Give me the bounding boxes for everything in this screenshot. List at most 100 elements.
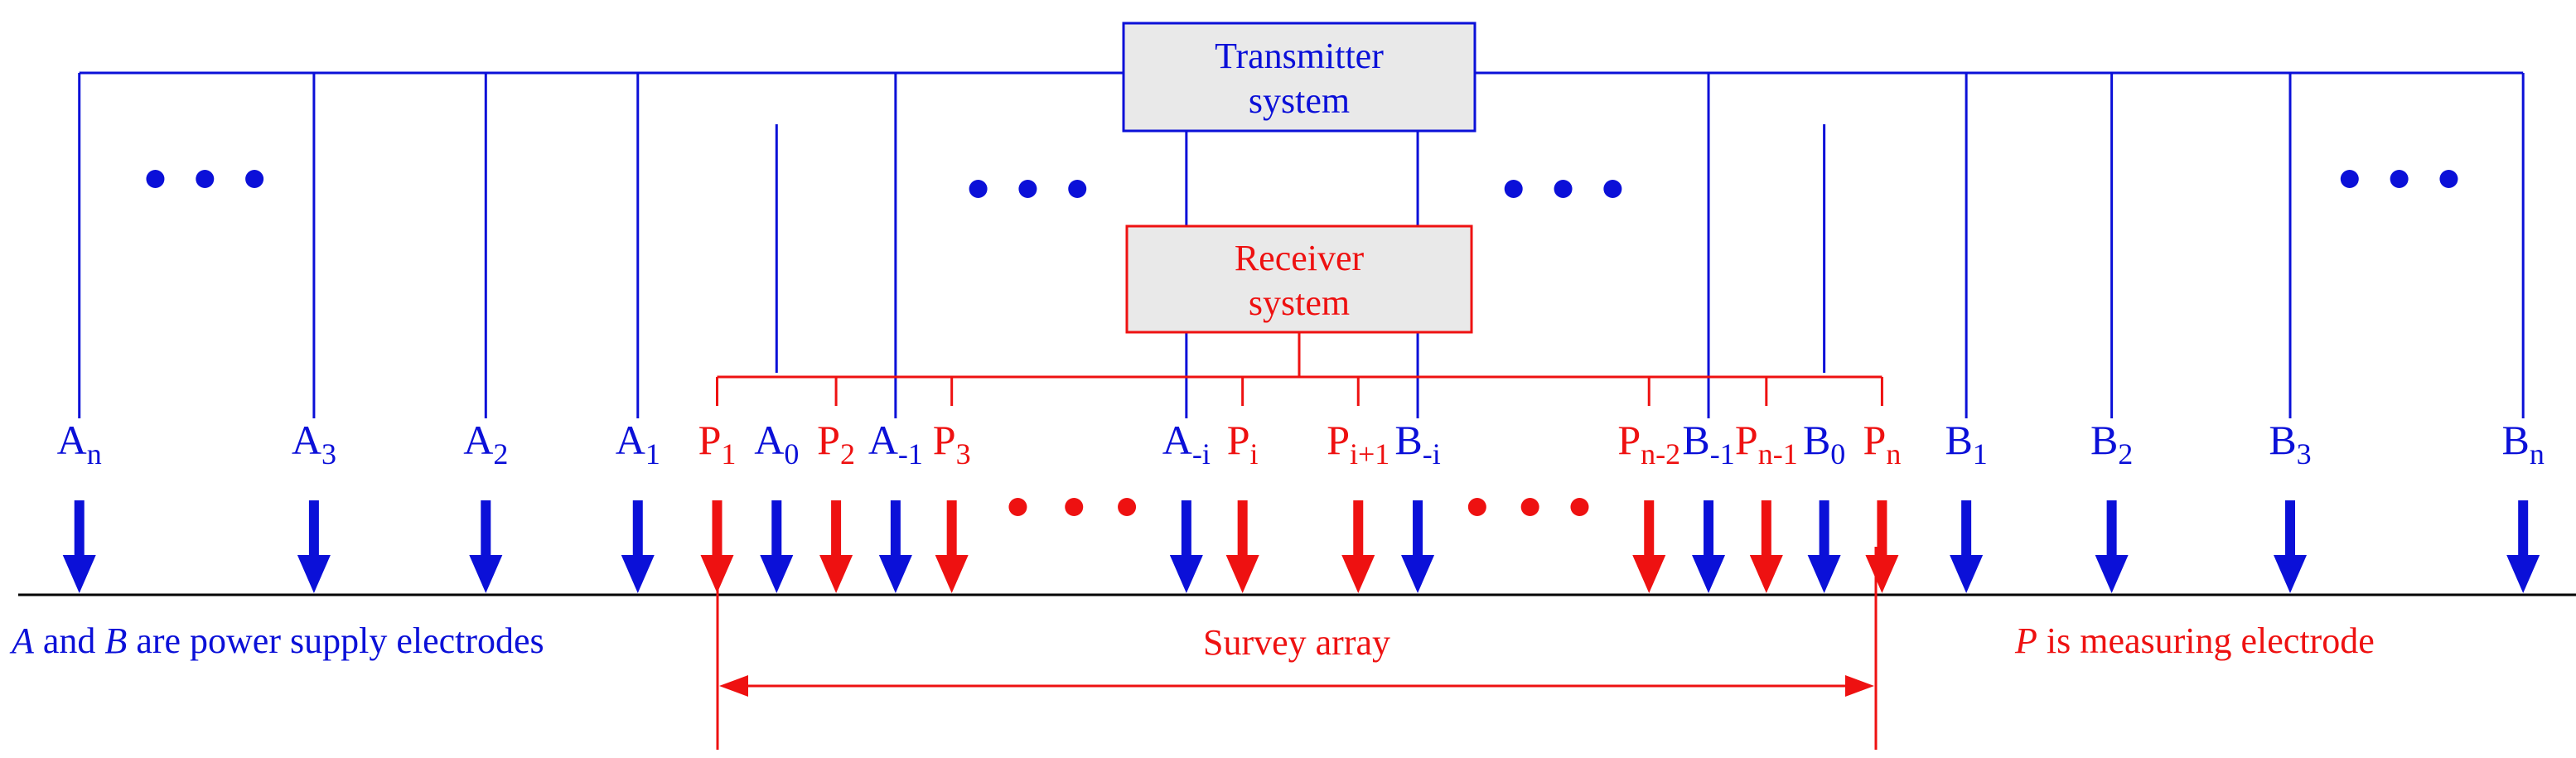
ellipsis-bottom-right-dot-1 [1467, 498, 1486, 516]
receiver-title-line2: system [1249, 282, 1350, 323]
electrode-label-sub-an: n [87, 437, 102, 471]
ellipsis-top-left-dot-3 [245, 170, 264, 188]
electrode-label-sub-pn: n [1886, 437, 1901, 471]
electrode-label-p1: P1 [698, 417, 737, 471]
note-p-italic: P [2014, 620, 2037, 661]
electrode-arrow-head-a-i [1169, 555, 1203, 593]
electrode-label-pn-2: Pn-2 [1617, 417, 1680, 471]
electrode-label-p3: P3 [933, 417, 971, 471]
receiver-wiring [715, 332, 1883, 406]
electrode-label-p2: P2 [817, 417, 855, 471]
electrode-label-sub-a-i: -i [1192, 437, 1211, 471]
electrode-label-base-pi: P [1227, 417, 1250, 463]
ellipsis-bottom-left [1008, 498, 1137, 516]
electrode-label-b0: B0 [1803, 417, 1845, 471]
electrode-arrow-head-p3 [935, 555, 969, 593]
survey-arrow-right-head [1845, 675, 1874, 697]
electrode-arrow-head-b-1 [1692, 555, 1726, 593]
electrode-label-a1: A1 [616, 417, 660, 471]
note-and: and [34, 620, 105, 661]
receiver-title-line1: Receiver [1235, 238, 1365, 278]
electrode-label-base-b1: B [1945, 417, 1972, 463]
electrode-label-sub-b0: 0 [1830, 437, 1845, 471]
survey-array-span: Survey array [716, 547, 1878, 750]
electrode-label-base-a0: A [754, 417, 784, 463]
electrode-label-base-a-i: A [1162, 417, 1192, 463]
electrode-arrow-head-pn [1865, 555, 1899, 593]
electrode-label-base-b0: B [1803, 417, 1830, 463]
ellipsis-top-center-right [1504, 180, 1622, 198]
electrode-arrow-head-piplus1 [1341, 555, 1375, 593]
electrode-label-b-i: B-i [1394, 417, 1440, 471]
ellipsis-top-right-dot-3 [2439, 170, 2458, 188]
ellipsis-bottom-right [1467, 498, 1589, 516]
ellipsis-top-center-left-dot-2 [1018, 180, 1037, 198]
electrode-label-sub-a-1: -1 [898, 437, 923, 471]
electrode-label-sub-p1: 1 [721, 437, 736, 471]
transmitter-title-line1: Transmitter [1215, 36, 1384, 76]
electrode-label-a3: A3 [292, 417, 336, 471]
electrode-label-a-i: A-i [1162, 417, 1211, 471]
power-supply-note: A and B are power supply electrodes [9, 620, 544, 661]
electrode-label-base-a2: A [463, 417, 493, 463]
electrode-label-base-a1: A [616, 417, 645, 463]
survey-arrow-left-head [719, 675, 748, 697]
ellipsis-bottom-left-dot-2 [1065, 498, 1084, 516]
electrode-label-a-1: A-1 [868, 417, 923, 471]
electrode-label-pn-1: Pn-1 [1735, 417, 1798, 471]
electrode-label-base-p1: P [698, 417, 722, 463]
electrode-label-b1: B1 [1945, 417, 1987, 471]
ellipsis-top-right [2340, 170, 2458, 188]
ellipsis-bottom-left-dot-1 [1008, 498, 1027, 516]
ellipsis-bottom-right-dot-2 [1520, 498, 1539, 516]
electrode-label-b2: B2 [2090, 417, 2133, 471]
measuring-electrode-note: P is measuring electrode [2014, 620, 2375, 661]
electrode-arrow-head-b0 [1807, 555, 1841, 593]
electrode-arrow-head-b-i [1401, 555, 1435, 593]
electrode-arrow-head-b2 [2095, 555, 2129, 593]
electrode-arrow-head-p2 [819, 555, 853, 593]
electrode-arrow-head-an [62, 555, 96, 593]
ellipsis-top-center-right-dot-2 [1554, 180, 1573, 198]
note-power-rest: are power supply electrodes [127, 620, 544, 661]
electrode-label-base-a3: A [292, 417, 321, 463]
electrode-label-sub-b-1: -1 [1710, 437, 1735, 471]
electrode-label-sub-b2: 2 [2118, 437, 2133, 471]
electrode-label-base-piplus1: P [1327, 417, 1350, 463]
electrode-arrow-head-bn [2506, 555, 2540, 593]
electrode-label-sub-pn-1: n-1 [1758, 437, 1798, 471]
electrode-label-sub-a3: 3 [321, 437, 336, 471]
electrode-label-base-pn-1: P [1735, 417, 1758, 463]
electrode-label-sub-bn: n [2530, 437, 2545, 471]
electrode-label-b3: B3 [2269, 417, 2311, 471]
electrode-arrow-head-pi [1225, 555, 1259, 593]
electrode-label-sub-p2: 2 [840, 437, 855, 471]
electrode-label-base-b2: B [2090, 417, 2118, 463]
electrode-label-a0: A0 [754, 417, 799, 471]
transmitter-system-box: Transmitter system [1122, 22, 1476, 133]
survey-array-label: Survey array [1203, 622, 1390, 663]
note-b-italic: B [104, 620, 127, 661]
note-a-italic: A [9, 620, 35, 661]
electrode-arrow-head-a1 [621, 555, 655, 593]
electrode-label-sub-a2: 2 [493, 437, 508, 471]
electrode-label-sub-a1: 1 [645, 437, 660, 471]
transmitter-title-line2: system [1249, 80, 1350, 121]
electrode-label-bn: Bn [2502, 417, 2545, 471]
electrode-arrow-head-a-1 [878, 555, 912, 593]
ellipsis-top-center-left-dot-1 [969, 180, 988, 198]
ellipsis-bottom-right-dot-3 [1570, 498, 1589, 516]
electrode-label-base-p3: P [933, 417, 956, 463]
electrode-arrow-head-b1 [1950, 555, 1984, 593]
electrode-arrow-head-pn-1 [1749, 555, 1783, 593]
electrode-label-sub-b1: 1 [1973, 437, 1988, 471]
electrode-arrow-head-pn-2 [1632, 555, 1666, 593]
electrode-label-base-b-1: B [1682, 417, 1709, 463]
ellipsis-top-center-left [969, 180, 1087, 198]
receiver-system-box: Receiver system [1125, 225, 1473, 334]
ellipsis-top-center-left-dot-3 [1068, 180, 1087, 198]
electrode-label-base-a-1: A [868, 417, 898, 463]
ellipsis-top-right-dot-2 [2390, 170, 2409, 188]
